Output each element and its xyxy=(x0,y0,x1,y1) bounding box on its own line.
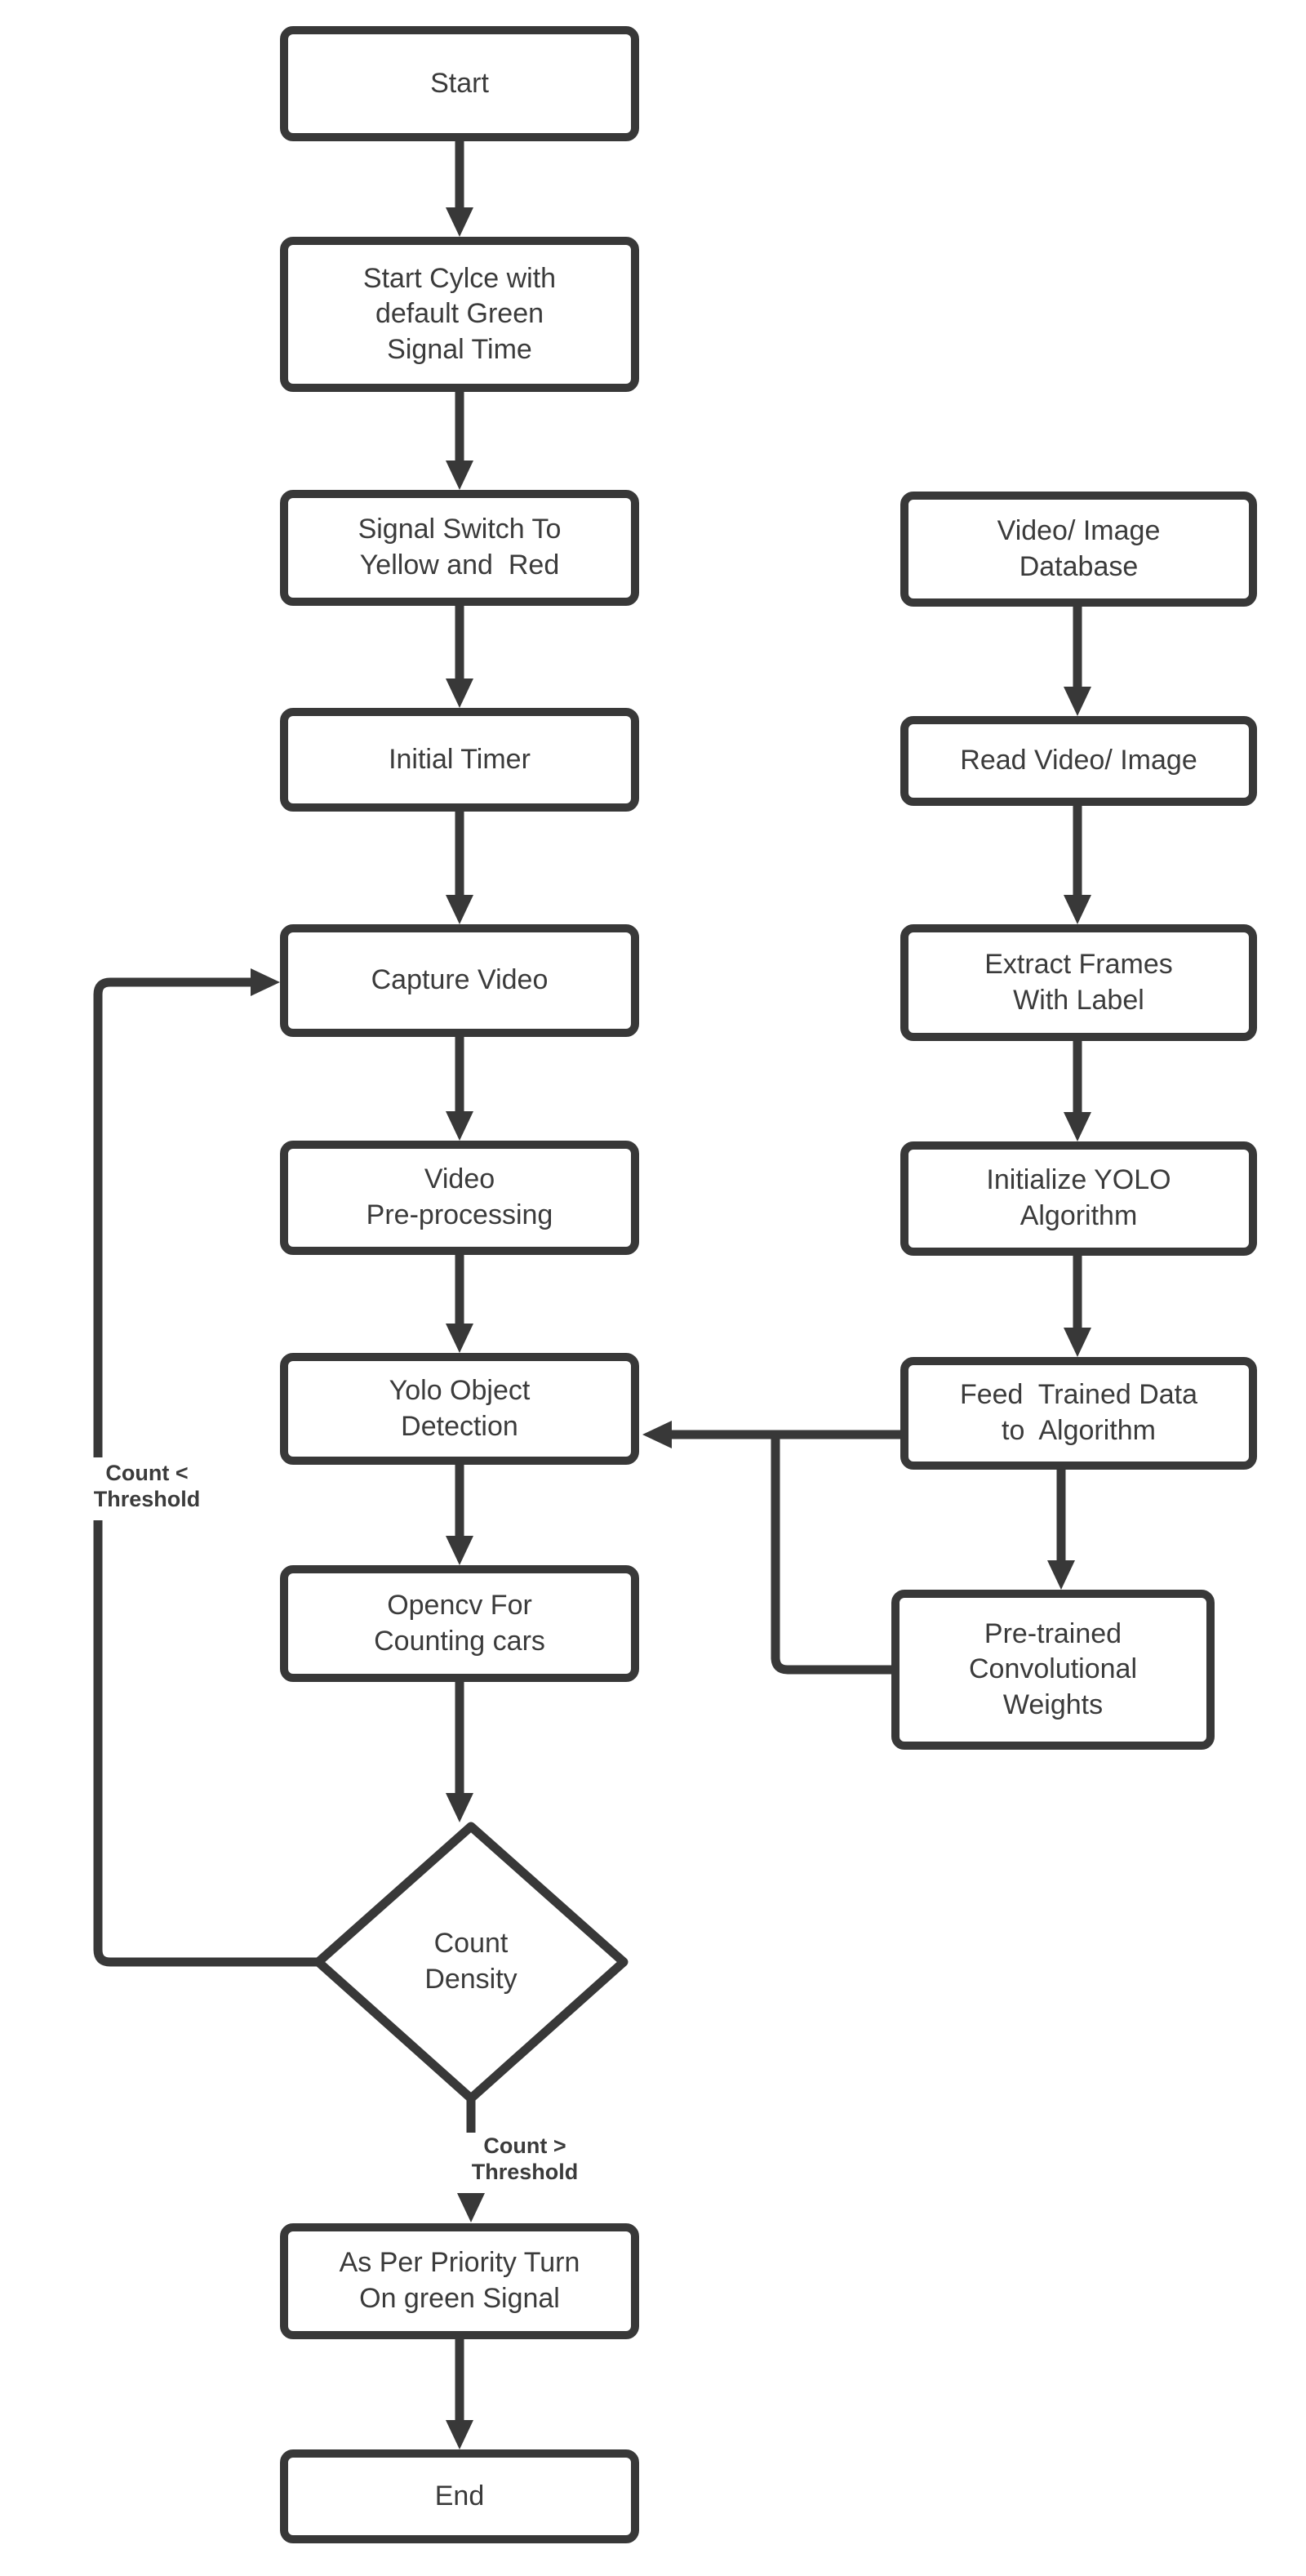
arrowhead-into-capture-left xyxy=(251,968,280,996)
decision-count-density-label: Count Density xyxy=(424,1928,518,1995)
node-video-preprocessing: Video Pre-processing xyxy=(280,1141,639,1255)
node-opencv-counting: Opencv For Counting cars xyxy=(280,1565,639,1682)
decision-count-density: Count Density xyxy=(349,1905,593,2019)
node-start: Start xyxy=(280,26,639,141)
node-capture-video: Capture Video xyxy=(280,924,639,1037)
arrowhead-read-video xyxy=(1064,687,1091,716)
arrowhead-preprocessing xyxy=(446,1111,473,1141)
node-pretrained-weights-label: Pre-trained Convolutional Weights xyxy=(968,1617,1138,1720)
node-video-db: Video/ Image Database xyxy=(900,492,1257,607)
arrowhead-opencv xyxy=(446,1536,473,1565)
node-capture-video-label: Capture Video xyxy=(371,964,549,996)
line-feedback-lower xyxy=(93,1520,318,1967)
node-init-yolo: Initialize YOLO Algorithm xyxy=(900,1141,1257,1256)
node-start-cycle-label: Start Cylce with default Green Signal Ti… xyxy=(362,262,557,365)
node-read-video: Read Video/ Image xyxy=(900,716,1257,806)
arrowhead-yolo xyxy=(446,1324,473,1353)
arrowhead-priority xyxy=(457,2193,485,2222)
node-feed-data: Feed Trained Data to Algorithm xyxy=(900,1357,1257,1470)
arrowhead-into-yolo-right xyxy=(642,1421,672,1448)
arrowhead-end xyxy=(446,2420,473,2449)
node-video-db-label: Video/ Image Database xyxy=(997,514,1161,582)
node-initial-timer: Initial Timer xyxy=(280,708,639,812)
node-yolo-detection: Yolo Object Detection xyxy=(280,1353,639,1465)
node-extract-frames: Extract Frames With Label xyxy=(900,924,1257,1041)
arrowhead-feed xyxy=(1064,1328,1091,1357)
arrowhead-signal-switch xyxy=(446,460,473,490)
node-end: End xyxy=(280,2449,639,2543)
node-opencv-counting-label: Opencv For Counting cars xyxy=(374,1589,545,1657)
node-initial-timer-label: Initial Timer xyxy=(389,743,531,775)
node-feed-data-label: Feed Trained Data to Algorithm xyxy=(959,1379,1198,1446)
node-extract-frames-label: Extract Frames With Label xyxy=(984,948,1173,1016)
node-priority-green-label: As Per Priority Turn On green Signal xyxy=(339,2247,580,2314)
node-start-cycle: Start Cylce with default Green Signal Ti… xyxy=(280,237,639,392)
arrowhead-pretrained xyxy=(1047,1560,1075,1590)
arrowhead-inityolo xyxy=(1064,1112,1091,1141)
edge-label-count-greater-threshold: Count > Threshold xyxy=(427,2133,623,2186)
node-priority-green: As Per Priority Turn On green Signal xyxy=(280,2223,639,2339)
arrowhead-capture-video xyxy=(446,895,473,924)
arrowhead-diamond xyxy=(446,1793,473,1822)
node-signal-switch: Signal Switch To Yellow and Red xyxy=(280,490,639,606)
node-read-video-label: Read Video/ Image xyxy=(960,745,1197,776)
arrowhead-extract xyxy=(1064,895,1091,924)
edge-label-count-less-threshold: Count < Threshold xyxy=(49,1460,245,1513)
node-signal-switch-label: Signal Switch To Yellow and Red xyxy=(358,514,562,581)
line-feedback-upper xyxy=(93,977,251,1457)
node-start-label: Start xyxy=(430,67,489,99)
arrowhead-initial-timer xyxy=(446,678,473,708)
line-pretrained-junction xyxy=(771,1435,891,1675)
node-init-yolo-label: Initialize YOLO Algorithm xyxy=(986,1164,1171,1231)
arrowhead-start-cycle xyxy=(446,207,473,237)
node-pretrained-weights: Pre-trained Convolutional Weights xyxy=(891,1590,1215,1750)
node-yolo-detection-label: Yolo Object Detection xyxy=(389,1374,531,1442)
node-video-preprocessing-label: Video Pre-processing xyxy=(366,1163,553,1230)
decision-diamond-shape xyxy=(313,1822,629,2103)
node-end-label: End xyxy=(434,2480,485,2511)
